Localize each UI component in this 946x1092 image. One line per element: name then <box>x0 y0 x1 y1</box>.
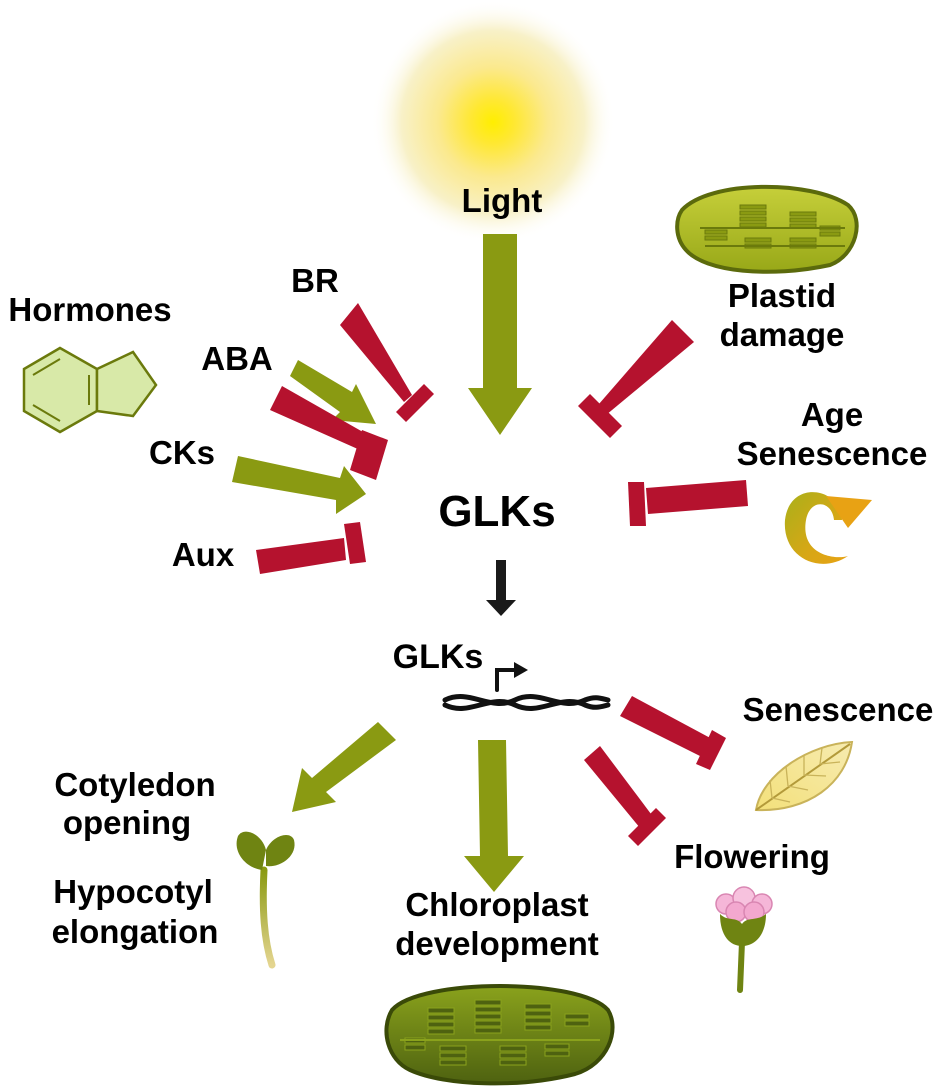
label-opening: opening <box>63 804 191 841</box>
senescent-leaf-icon <box>754 740 854 812</box>
label-chloroplast: Chloroplast <box>405 886 588 923</box>
age-cycle-icon <box>784 492 872 564</box>
label-hypocotyl: Hypocotyl <box>53 873 213 910</box>
label-senescence-input: Senescence <box>737 435 928 472</box>
label-damage: damage <box>720 316 845 353</box>
label-flowering: Flowering <box>674 838 830 875</box>
label-plastid: Plastid <box>728 277 836 314</box>
flower-icon <box>715 886 773 993</box>
label-glks-gene: GLKs <box>393 638 484 676</box>
inhibition-age-glks <box>628 480 748 526</box>
label-br: BR <box>291 262 339 299</box>
sun-icon <box>371 0 615 244</box>
arrow-cks-activates-glks <box>232 456 366 514</box>
label-hormones: Hormones <box>8 291 171 328</box>
hormone-structure-icon <box>22 346 158 434</box>
inhibition-glks-senescence <box>620 696 726 770</box>
seedling-icon <box>236 831 295 969</box>
label-glks-main: GLKs <box>438 487 555 536</box>
dna-helix-icon <box>442 662 611 711</box>
label-elongation: elongation <box>52 913 219 950</box>
arrow-aba-activates-glks <box>290 360 376 424</box>
inhibition-aux-glks <box>256 522 366 574</box>
arrow-light-activates-glks <box>468 234 532 435</box>
arrow-glks-to-gene <box>486 560 516 616</box>
inhibition-br-glks <box>340 303 434 422</box>
arrow-glks-to-chloroplast <box>464 740 524 892</box>
plastid-icon <box>675 184 859 274</box>
label-age: Age <box>801 396 863 433</box>
label-light: Light <box>462 182 543 219</box>
label-aba: ABA <box>201 340 273 377</box>
label-senescence-output: Senescence <box>743 691 934 728</box>
chloroplast-icon <box>384 984 615 1086</box>
label-cks: CKs <box>149 434 215 471</box>
label-cotyledon: Cotyledon <box>54 766 215 803</box>
label-aux: Aux <box>172 536 235 573</box>
inhibition-cks-glks <box>270 386 388 480</box>
inhibition-glks-flowering <box>584 746 666 846</box>
label-development: development <box>395 925 599 962</box>
inhibition-plastid-glks <box>578 320 694 438</box>
arrow-glks-to-cotyledon <box>292 722 396 812</box>
